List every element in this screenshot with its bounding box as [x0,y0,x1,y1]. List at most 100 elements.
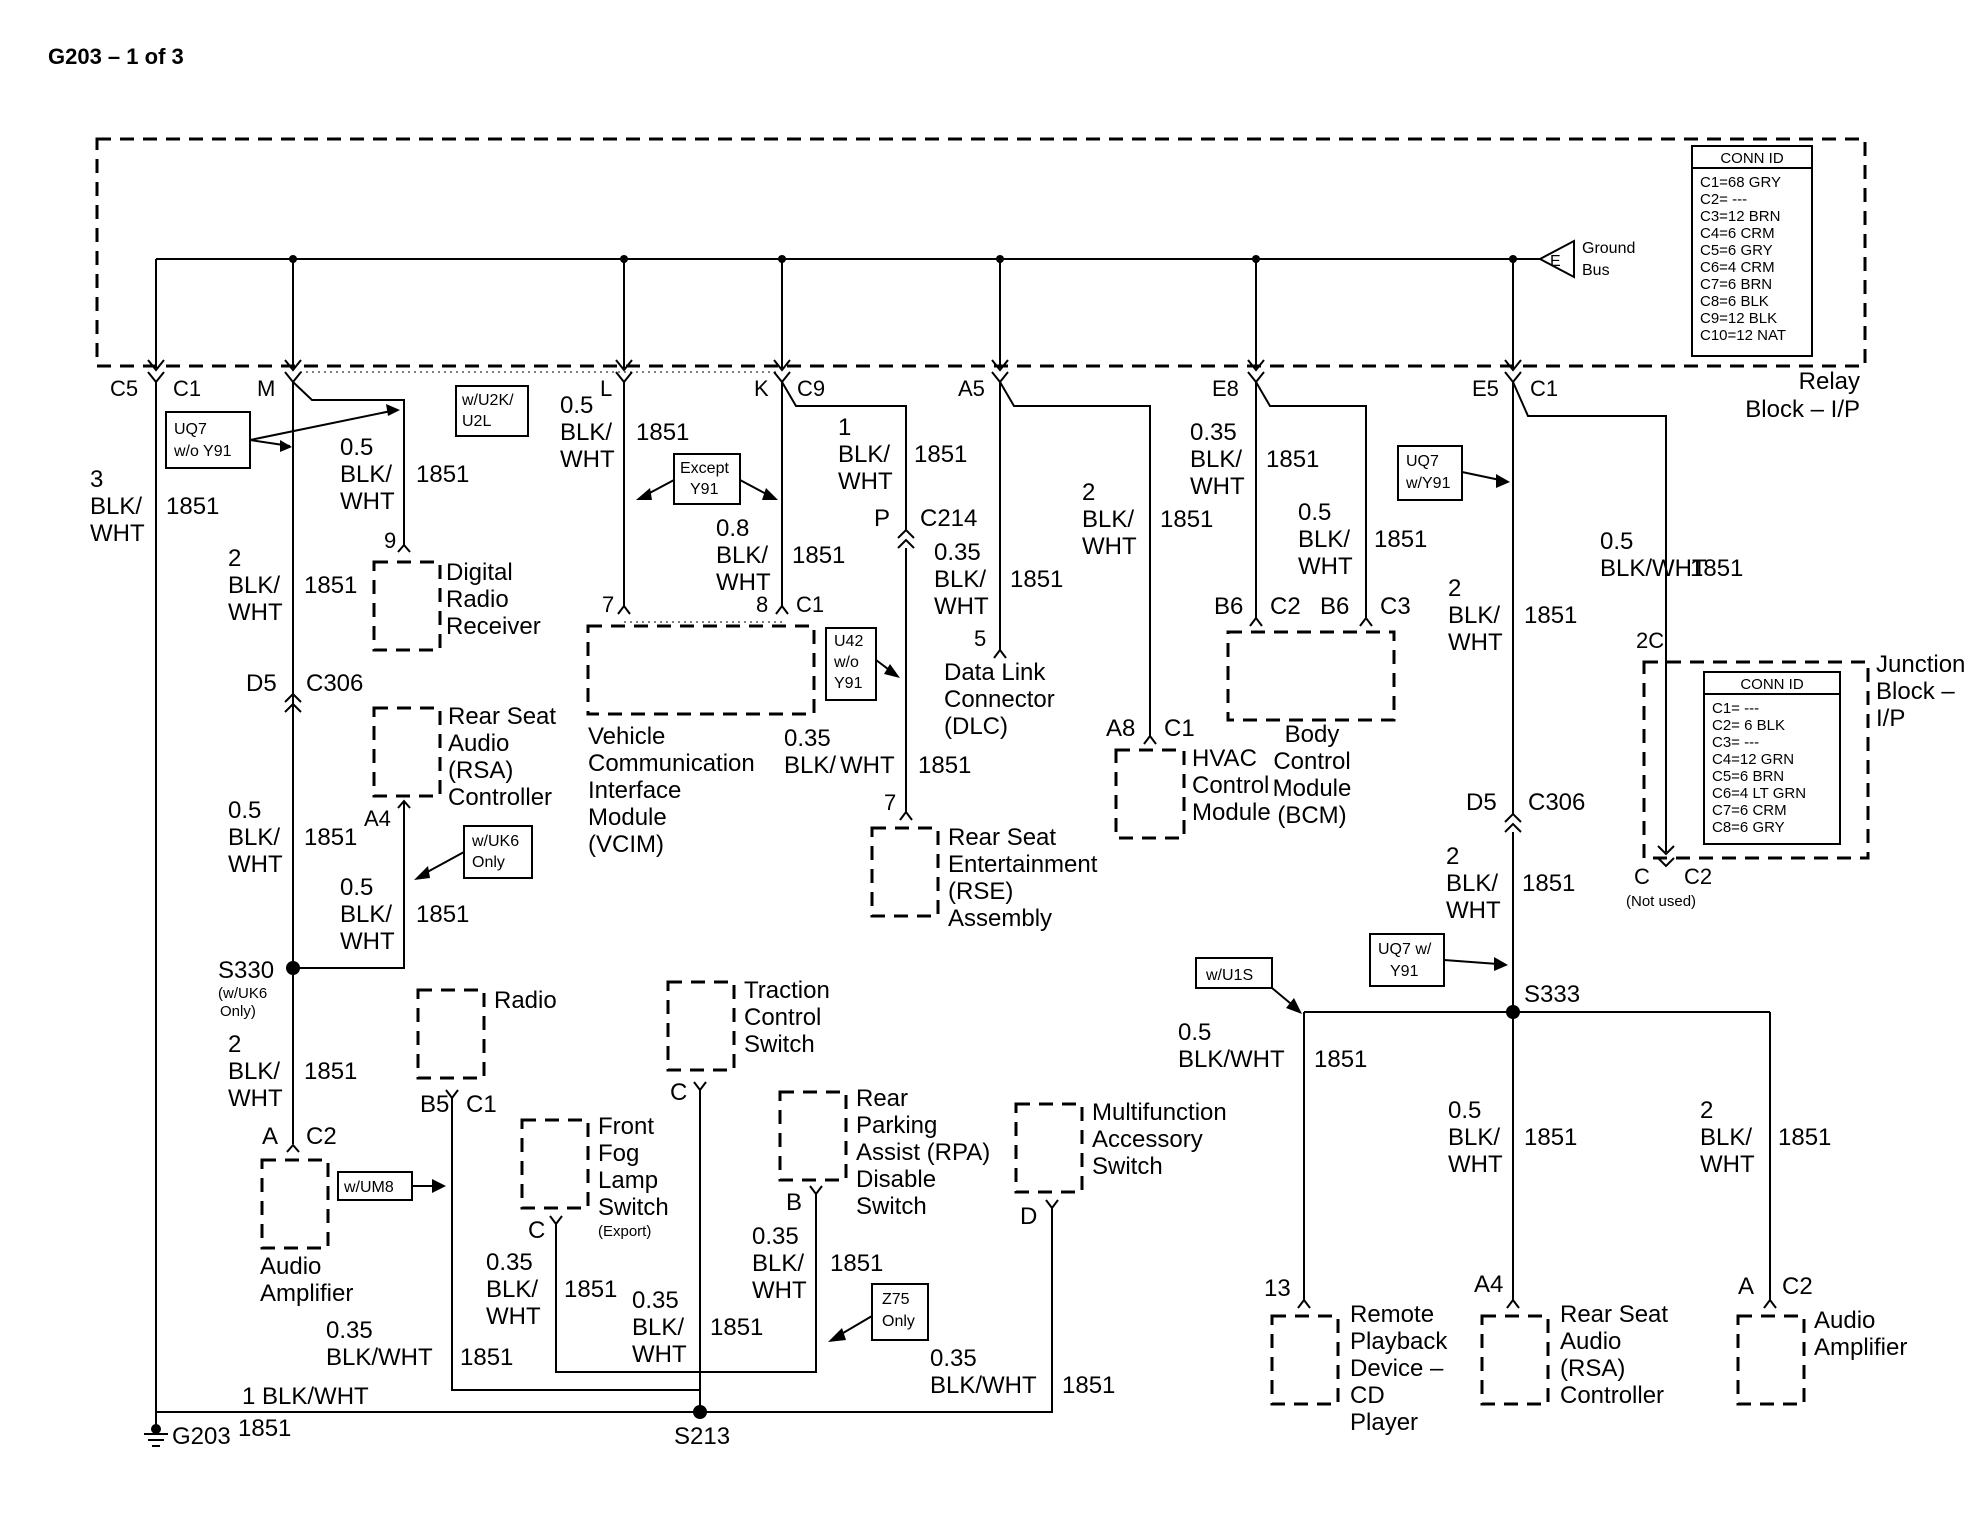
wire-circuit: 1851 [166,493,219,520]
wire-color: WHT [716,569,771,596]
connector-icon [284,692,302,703]
component-label: Body [1285,721,1340,748]
connector-icon [1504,822,1522,833]
term-b: B [786,1189,802,1216]
component-label: Switch [598,1194,669,1221]
component-label: Rear Seat [948,824,1056,851]
term-b6: B6 [1214,593,1243,620]
component-label: Parking [856,1112,937,1139]
option-except-y91: Except Y91 [636,453,778,505]
wire-e5-junction [1512,381,1667,852]
wire-color: BLK/ [1298,526,1350,553]
component-label: Interface [588,777,681,804]
conn-id-row: C9=12 BLK [1700,310,1777,327]
wire-size: 2 [1700,1097,1713,1124]
relay-connector-icons [147,359,1522,384]
splice-s213 [693,1405,707,1419]
option-w-um8: w/UM8 [337,1171,446,1201]
wire-size: 0.35 [784,725,831,752]
term-c: C [670,1079,687,1106]
rpa-disable-switch [778,1090,848,1182]
svg-text:UQ7: UQ7 [174,421,207,438]
component-label: Switch [744,1031,815,1058]
bus-drops [155,255,1517,368]
svg-text:w/UM8: w/UM8 [343,1179,394,1196]
wire-size: 3 [90,466,103,493]
wire-circuit: 1851 [1266,446,1319,473]
component-label: (BCM) [1277,802,1346,829]
relay-block-name: Block – I/P [1745,396,1860,423]
component-label: (DLC) [944,713,1008,740]
conn-c3: C3 [1380,593,1411,620]
component-label: Module [1273,775,1352,802]
wire-size: 0.5 [340,434,373,461]
connector-icon [1297,1298,1311,1309]
wire-color: WHT [560,446,615,473]
wire-color: WHT [1082,533,1137,560]
svg-text:Y91: Y91 [690,481,719,498]
wire-color: WHT [228,1085,283,1112]
component-label: Fog [598,1140,639,1167]
conn-id-row: C5=6 GRY [1700,242,1773,259]
wire-color: WHT [1448,629,1503,656]
term-c: C [528,1217,545,1244]
term-b6: B6 [1320,593,1349,620]
option-u42-wo-y91: U42 w/o Y91 [825,627,900,701]
splice-s330 [286,961,300,975]
conn-c1: C1 [1530,376,1558,401]
wire-color: BLK/WHT [1178,1046,1285,1073]
wire-circuit: 1851 [918,752,971,779]
wire-circuit: 1851 [1522,870,1575,897]
wire-color: BLK/ [752,1250,804,1277]
component-label: Playback [1350,1328,1448,1355]
wire-size: 0.35 [486,1249,533,1276]
option-uq7-w-y91: UQ7 w/Y91 [1397,445,1510,501]
conn-id-row: C4=6 CRM [1700,225,1775,242]
component-label: HVAC [1192,745,1257,772]
component-label: Data Link [944,659,1046,686]
connector-icon [1763,1298,1777,1309]
ground-bus-label: Bus [1582,262,1610,279]
component-label: Switch [1092,1153,1163,1180]
component-label: Remote [1350,1301,1434,1328]
conn-id-row: C8=6 GRY [1712,819,1785,836]
conn-id-row: C1=68 GRY [1700,174,1781,191]
wire-radio-s213 [451,1098,700,1391]
wire-color: WHT [1448,1151,1503,1178]
term-5: 5 [974,626,986,651]
wire-color: BLK/ [1448,1124,1500,1151]
term-e8: E8 [1212,376,1239,401]
conn-c9: C9 [797,376,825,401]
component-label: Rear Seat [1560,1301,1668,1328]
wire-color: WHT [1298,553,1353,580]
wire-size: 0.8 [716,515,749,542]
connector-icon [617,604,631,615]
wire-circuit: 1851 [238,1415,291,1442]
wire-color: BLK/ [90,493,142,520]
wire-size: 0.35 [326,1317,373,1344]
component-label: Amplifier [260,1280,353,1307]
wire-size: 1 [838,414,851,441]
component-label: Connector [944,686,1055,713]
term-m: M [257,376,275,401]
wire-color: BLK/ [632,1314,684,1341]
component-label: Assist (RPA) [856,1139,990,1166]
connector-icon [1045,1199,1059,1210]
ground-bus-label: Ground [1582,240,1635,257]
component-label: Controller [1560,1382,1664,1409]
connector-icon [899,810,913,821]
term-a: A [262,1123,278,1150]
wire-color: BLK/ [1700,1124,1752,1151]
wire-size: 0.35 [934,539,981,566]
component-label: (RSA) [448,757,513,784]
conn-id-header: CONN ID [1740,676,1804,693]
connector-icon [1506,1298,1520,1309]
wire-circuit: 1851 [304,572,357,599]
rsa-controller-right [1480,1314,1550,1406]
svg-text:w/o: w/o [833,654,859,671]
conn-c1: C1 [173,376,201,401]
component-label: Accessory [1092,1126,1203,1153]
wire-color: BLK/ [228,824,280,851]
component-label: Audio [1814,1307,1875,1334]
